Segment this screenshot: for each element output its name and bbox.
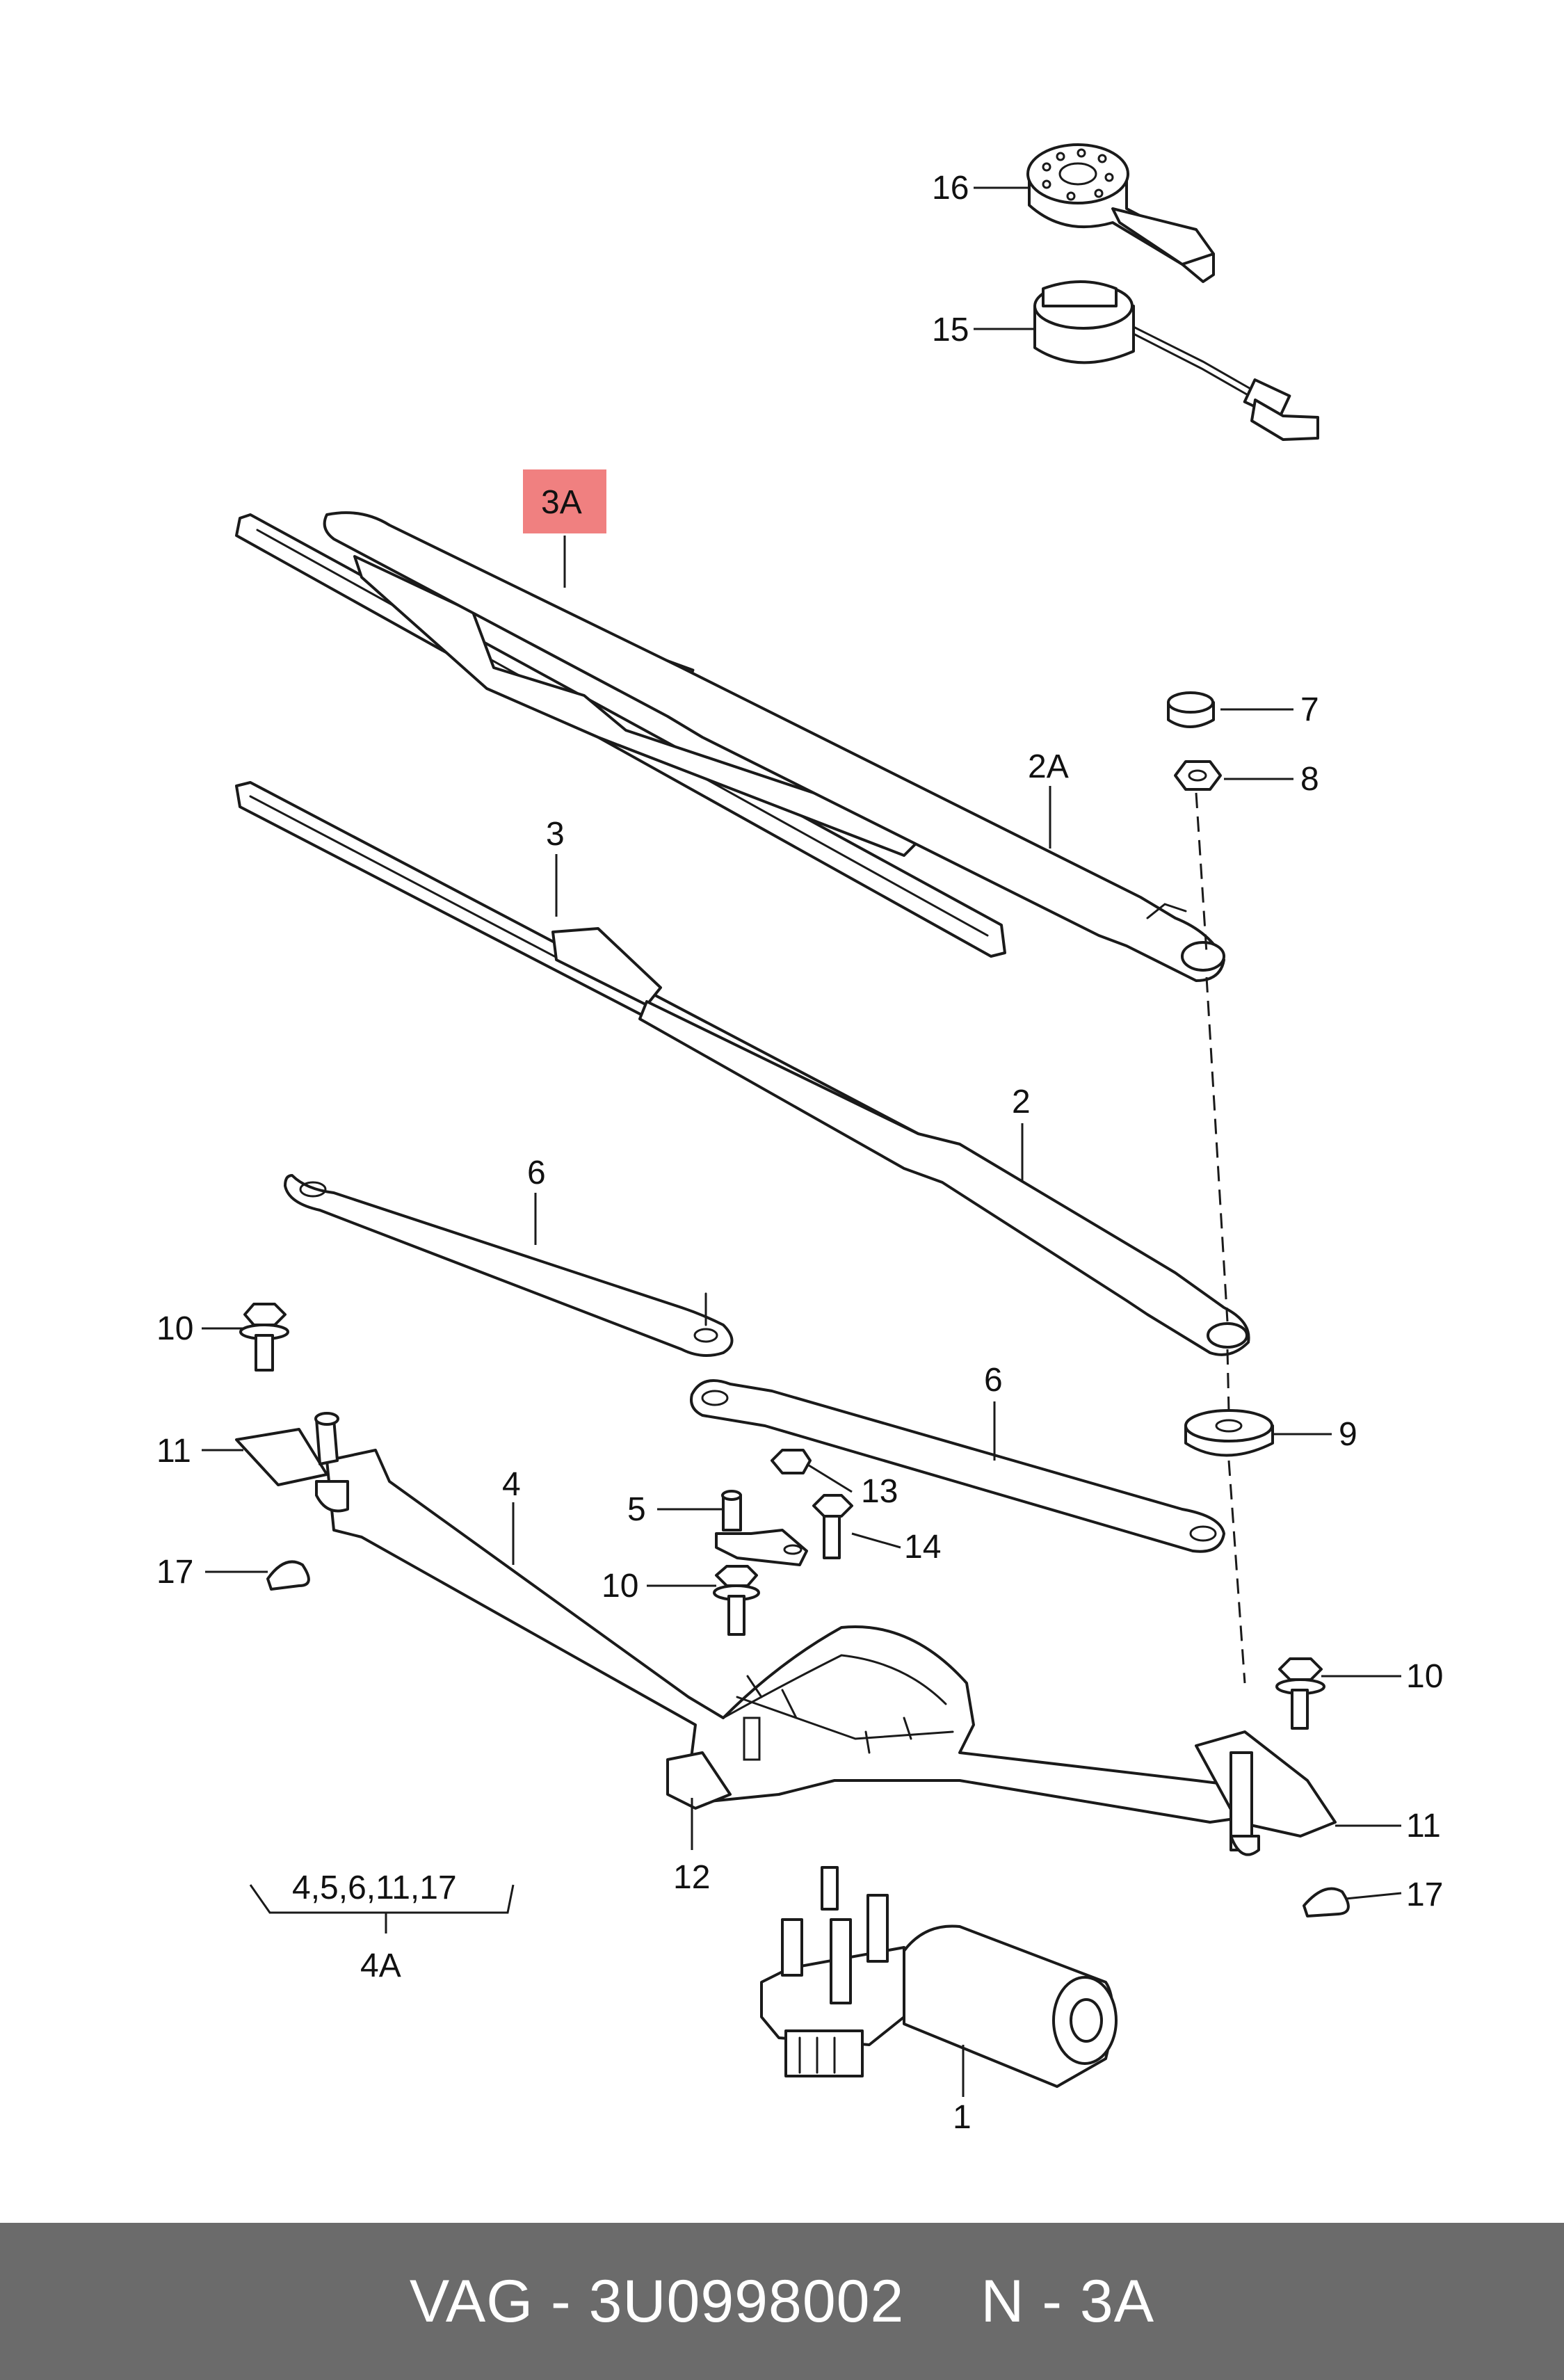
alignment-axis [1195, 792, 1246, 1684]
callout-1: 1 [953, 2099, 972, 2136]
part-3a-wiper-blade [235, 513, 1006, 958]
callout-2a: 2A [1028, 748, 1069, 785]
callout-4: 4 [502, 1466, 521, 1503]
callout-3a: 3A [541, 484, 582, 521]
callout-11-left: 11 [156, 1433, 191, 1470]
part-10-bolt-c [1275, 1657, 1325, 1730]
callout-9: 9 [1339, 1416, 1357, 1453]
part-14-bolt [812, 1494, 853, 1559]
callout-10-mid: 10 [602, 1568, 638, 1605]
wiper-system-exploded-diagram: 16 15 3A 2A 3 2 7 8 9 6 6 10 11 17 4 5 1… [156, 143, 1443, 2136]
part-1-wiper-motor [760, 1866, 1118, 2088]
highlight-3a-tag [523, 469, 606, 533]
part-6-linkage-rod-lower [690, 1379, 1225, 1553]
part-4-wiper-frame [235, 1412, 1337, 1856]
callout-11-right: 11 [1406, 1808, 1441, 1844]
part-2-wiper-arm [638, 1000, 1250, 1356]
callout-labels: 16 15 3A 2A 3 2 7 8 9 6 6 10 11 17 4 5 1… [156, 170, 1443, 2136]
part-2a-wiper-arm [323, 511, 1225, 982]
callout-15: 15 [932, 312, 969, 348]
group-label-4a: 4A [360, 1947, 401, 1984]
footer-position: N - 3A [981, 2267, 1155, 2335]
part-7-cap [1167, 691, 1215, 728]
callout-10-left: 10 [156, 1310, 193, 1347]
part-16-sensor-cover [1026, 143, 1215, 283]
part-13-nut [771, 1449, 812, 1474]
callout-7: 7 [1300, 691, 1319, 728]
part-6-linkage-rod-upper [284, 1174, 734, 1357]
callout-8: 8 [1300, 761, 1319, 798]
part-8-nut [1174, 760, 1222, 791]
part-9-washer [1184, 1409, 1274, 1457]
callout-17-left: 17 [156, 1554, 193, 1591]
callout-10-right: 10 [1406, 1658, 1443, 1695]
part-10-bolt-a [239, 1303, 289, 1372]
part-15-rain-sensor [1033, 280, 1319, 441]
callout-16: 16 [932, 170, 969, 207]
part-17-clip-left [266, 1560, 310, 1591]
part-17-clip-right [1303, 1887, 1350, 1917]
callout-3: 3 [546, 816, 565, 853]
callout-13: 13 [861, 1473, 898, 1510]
part-5-bushing [715, 1490, 808, 1566]
footer-bar: VAG - 3U0998002 N - 3A [0, 2223, 1564, 2380]
callout-2: 2 [1012, 1084, 1031, 1120]
group-members-label: 4,5,6,11,17 [292, 1870, 457, 1906]
leader-lines [202, 186, 1402, 2097]
callout-6-upper: 6 [527, 1155, 546, 1191]
part-10-bolt-b [713, 1565, 760, 1636]
callout-5: 5 [627, 1491, 646, 1528]
callout-6-lower: 6 [984, 1362, 1003, 1399]
footer-part-number: VAG - 3U0998002 [409, 2267, 905, 2335]
callout-17-right: 17 [1406, 1876, 1443, 1913]
callout-12: 12 [673, 1859, 710, 1896]
callout-14: 14 [904, 1529, 941, 1566]
